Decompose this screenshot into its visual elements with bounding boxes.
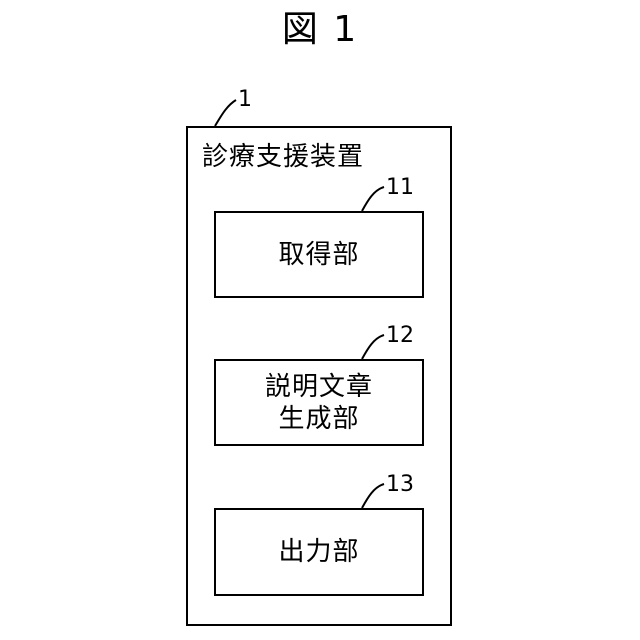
output-unit-box: 出力部 bbox=[214, 508, 424, 596]
device-label: 診療支援装置 bbox=[202, 142, 364, 172]
unit-12-ref-number: 12 bbox=[386, 324, 414, 348]
explanation-generation-unit-label-line-1: 説明文章 bbox=[265, 371, 373, 403]
acquisition-unit-label: 取得部 bbox=[278, 239, 359, 271]
unit-11-ref-number: 11 bbox=[386, 176, 414, 200]
device-ref-number: 1 bbox=[238, 88, 252, 112]
acquisition-unit-box: 取得部 bbox=[214, 211, 424, 298]
output-unit-label: 出力部 bbox=[278, 536, 359, 568]
leader-line-device bbox=[215, 100, 236, 126]
unit-13-ref-number: 13 bbox=[386, 473, 414, 497]
figure-title: 図 1 bbox=[0, 10, 640, 50]
explanation-generation-unit-box: 説明文章 生成部 bbox=[214, 359, 424, 446]
explanation-generation-unit-label-line-2: 生成部 bbox=[278, 403, 359, 435]
